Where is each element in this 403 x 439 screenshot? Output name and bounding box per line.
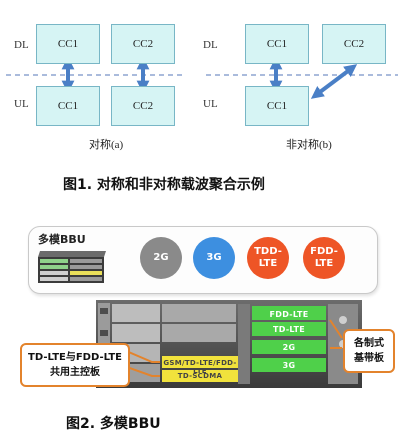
board-gsm-td-fdd: GSM/TD-LTE/FDD-LTE xyxy=(163,359,237,375)
asym-arrow-2 xyxy=(310,64,358,99)
callout-baseband-text: 各制式 基带板 xyxy=(354,338,384,364)
caption-symmetric: 对称(a) xyxy=(89,139,124,151)
sym-ul-cc1: CC1 xyxy=(36,86,100,126)
sym-ul-cc2: CC2 xyxy=(111,86,175,126)
figure2-title: 图2. 多模BBU xyxy=(66,416,161,432)
sym-dl-cc2: CC2 xyxy=(111,24,175,64)
ul-label-left: UL xyxy=(14,98,29,110)
panel-title: 多模BBU xyxy=(38,233,86,246)
asym-dl-cc2: CC2 xyxy=(322,24,386,64)
mode-3g-label: 3G xyxy=(206,252,222,263)
mode-2g-label: 2G xyxy=(153,252,169,263)
caption-asymmetric: 非对称(b) xyxy=(286,139,332,151)
asym-ul-cc1: CC1 xyxy=(245,86,309,126)
bbu-rack-image xyxy=(96,300,362,388)
dl-label-right: DL xyxy=(203,39,218,51)
mode-tdd-lte-circle: TDD- LTE xyxy=(247,237,289,279)
board-2g: 2G xyxy=(282,343,296,352)
callout-baseband-boards: 各制式 基带板 xyxy=(343,329,395,373)
callout-shared-control-text: TD-LTE与FDD-LTE 共用主控板 xyxy=(28,352,122,378)
mode-3g-circle: 3G xyxy=(193,237,235,279)
callout-connectors xyxy=(123,319,343,377)
ul-label-right: UL xyxy=(203,98,218,110)
mode-2g-circle: 2G xyxy=(140,237,182,279)
callout-shared-control-board: TD-LTE与FDD-LTE 共用主控板 xyxy=(20,343,130,387)
board-td-lte: TD-LTE xyxy=(272,325,306,334)
asym-dl-cc1: CC1 xyxy=(245,24,309,64)
mode-fdd-lte-label: FDD- LTE xyxy=(310,246,338,269)
dl-label-left: DL xyxy=(14,39,29,51)
figure1-title: 图1. 对称和非对称载波聚合示例 xyxy=(63,177,265,193)
sym-dl-cc1: CC1 xyxy=(36,24,100,64)
bbu-chassis-image xyxy=(38,251,106,283)
board-3g: 3G xyxy=(282,361,296,370)
separators xyxy=(6,56,398,99)
board-td-scdma: TD-SCDMA xyxy=(177,372,223,380)
mode-tdd-lte-label: TDD- LTE xyxy=(254,246,282,269)
mode-fdd-lte-circle: FDD- LTE xyxy=(303,237,345,279)
board-fdd-lte: FDD-LTE xyxy=(269,310,309,319)
